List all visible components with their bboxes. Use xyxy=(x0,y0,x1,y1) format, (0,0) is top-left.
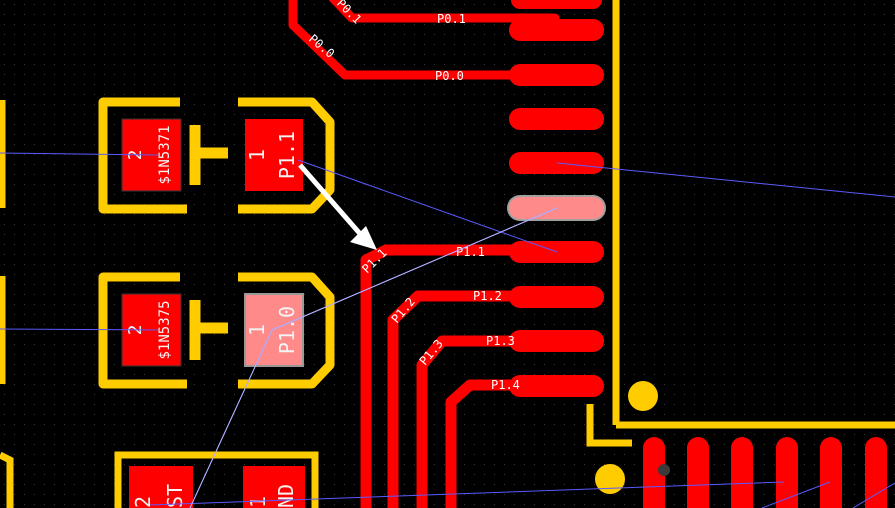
diode-d1-silk-left xyxy=(98,97,187,214)
pad-net: $1N5375 xyxy=(157,300,173,359)
trace-p1-2 xyxy=(387,290,561,508)
pad-net: P1.1 xyxy=(275,131,299,179)
diode-d2-silk-left xyxy=(98,272,187,389)
component-bottom[interactable]: 2 ST 1 ND xyxy=(114,451,319,508)
net-label-p1-1: P1.1 xyxy=(456,245,485,259)
pad-number: 1 xyxy=(245,149,269,161)
trace-p0-0 xyxy=(288,0,560,80)
diode-d1-polarity-mark xyxy=(189,125,228,185)
pin1-marker xyxy=(628,381,658,411)
trace-p0-1 xyxy=(328,0,560,23)
pad-number: 2 xyxy=(131,496,155,508)
diode-d2-pad1 xyxy=(244,293,304,367)
component-bottom-pad2 xyxy=(129,466,193,508)
via xyxy=(658,464,670,476)
component-bottom-silk xyxy=(114,451,319,508)
net-label-p1-3: P1.3 xyxy=(486,334,515,348)
trace-p1-1 xyxy=(360,244,561,508)
pad-number: 1 xyxy=(246,496,270,508)
net-label-p1-2: P1.2 xyxy=(473,289,502,303)
pad-net: ND xyxy=(274,484,298,508)
pad-number: 1 xyxy=(245,324,269,336)
diode-d1-pad1 xyxy=(245,119,303,191)
diode-d2-silk-right xyxy=(238,272,335,389)
diode-d1-silk-right xyxy=(238,97,335,214)
trace-p1-3 xyxy=(416,335,561,508)
traces[interactable] xyxy=(288,0,561,508)
ratsnest-light xyxy=(189,207,558,508)
net-label-p1-4: P1.4 xyxy=(491,378,520,392)
ic-outline xyxy=(586,0,895,447)
pad-net: P1.0 xyxy=(275,306,299,354)
arrow-pointer-icon xyxy=(298,163,377,250)
net-label-p0-1: P0.1 xyxy=(437,12,466,26)
left-edge-silk xyxy=(0,100,14,508)
net-label-p0-0: P0.0 xyxy=(435,69,464,83)
pin1-marker-small xyxy=(595,464,625,494)
diode-d2-polarity-mark xyxy=(189,300,228,360)
diode-d2[interactable]: 2 $1N5375 1 P1.0 xyxy=(98,272,335,389)
pad-net: $1N5371 xyxy=(157,125,173,184)
